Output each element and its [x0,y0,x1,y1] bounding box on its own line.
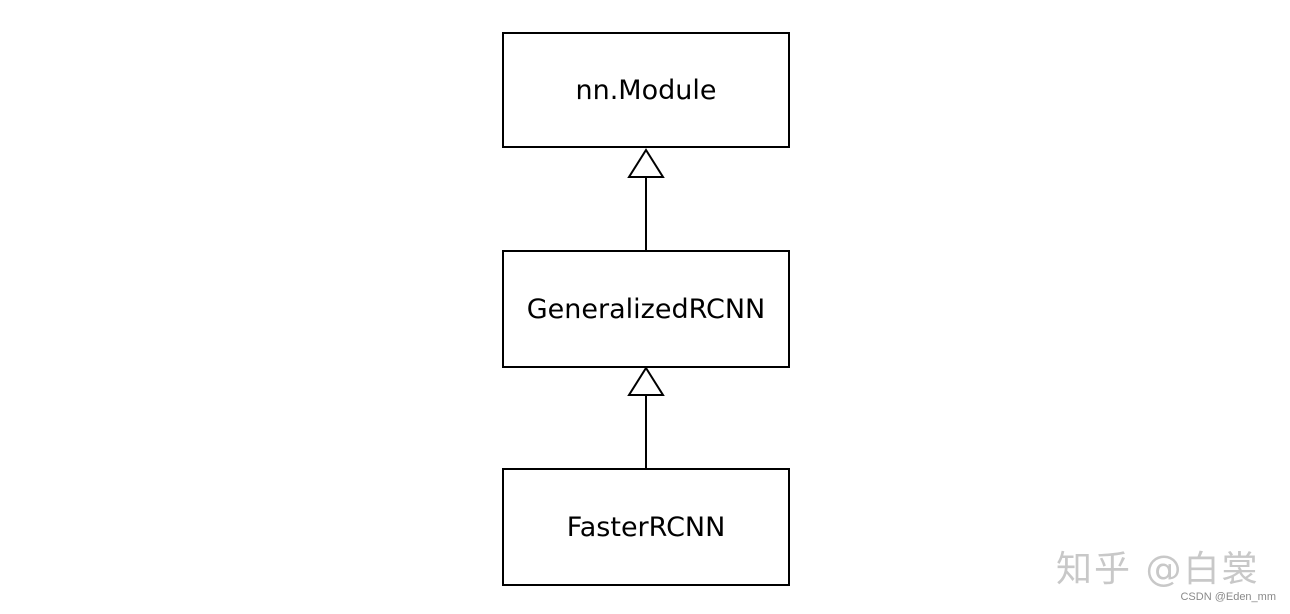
class-name-generalized-rcnn: GeneralizedRCNN [526,293,766,325]
inheritance-arrowhead-module [627,148,665,178]
zhihu-watermark: 知乎 @白裳 [1056,549,1260,590]
class-name-faster-rcnn: FasterRCNN [566,511,726,543]
class-box-faster-rcnn: FasterRCNN [502,468,790,586]
class-box-generalized-rcnn: GeneralizedRCNN [502,250,790,368]
inheritance-arrowhead-generalized [627,366,665,396]
class-name-nn-module: nn.Module [575,74,717,106]
csdn-watermark: CSDN @Eden_mm [1180,591,1276,603]
class-box-nn-module: nn.Module [502,32,790,148]
